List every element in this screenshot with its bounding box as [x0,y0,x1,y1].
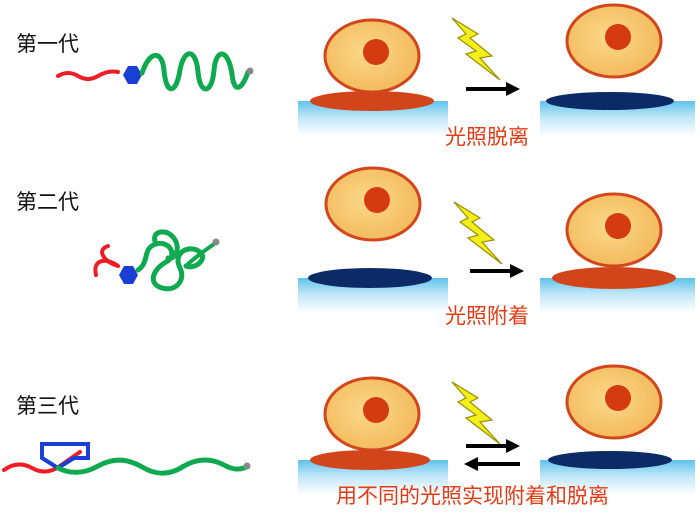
gen3-label: 第三代 [16,394,79,418]
gen2-caption: 光照附着 [445,304,529,328]
gen2-label: 第二代 [16,190,79,214]
gen2-molecule [93,229,220,292]
gen2-chain-end [212,238,220,246]
gen3-molecule [2,442,251,476]
gen1-molecule [56,51,254,92]
gen2-detached-layer [308,268,432,288]
gen3-cell-detached [565,364,663,440]
lightning-bolt-icon [451,17,501,81]
gen2-attached-layer [552,267,676,289]
gen1-cell-attached [323,18,421,94]
gen1-red-chain [56,69,120,81]
gen2-cell-attached [565,192,663,268]
gen3-linker-loop [40,442,90,471]
gen3-detached-layer [548,451,672,469]
arrow-right-icon [466,82,520,96]
gen3-chain-end [243,462,251,470]
gen1-chain-end [246,67,254,75]
arrow-right-icon [470,264,524,278]
gen2-cell-detached [324,166,422,242]
gen1-linker-hexagon [123,66,142,84]
gen3-caption: 用不同的光照实现附着和脱离 [336,484,609,508]
gen3-attached-layer [310,450,430,470]
gen1-caption: 光照脱离 [445,125,529,149]
gen2-red-chain-b [100,244,120,268]
gen1-attached-layer [310,91,434,111]
row-gen3 [2,364,695,495]
gen3-green-chain [55,457,249,476]
row-gen2 [93,166,695,313]
gen2-green-tail [184,242,216,268]
double-arrow-icon [464,439,520,471]
lightning-bolt-icon [453,201,503,265]
lightning-bolt-icon [451,381,501,445]
gen3-cell-attached [323,376,421,452]
gen1-detached-layer [546,92,674,110]
row-gen1 [56,3,695,136]
gen1-cell-detached [565,3,663,79]
gen1-green-chain [139,51,251,92]
gen2-linker-hexagon [119,266,138,284]
gen1-label: 第一代 [16,32,79,56]
